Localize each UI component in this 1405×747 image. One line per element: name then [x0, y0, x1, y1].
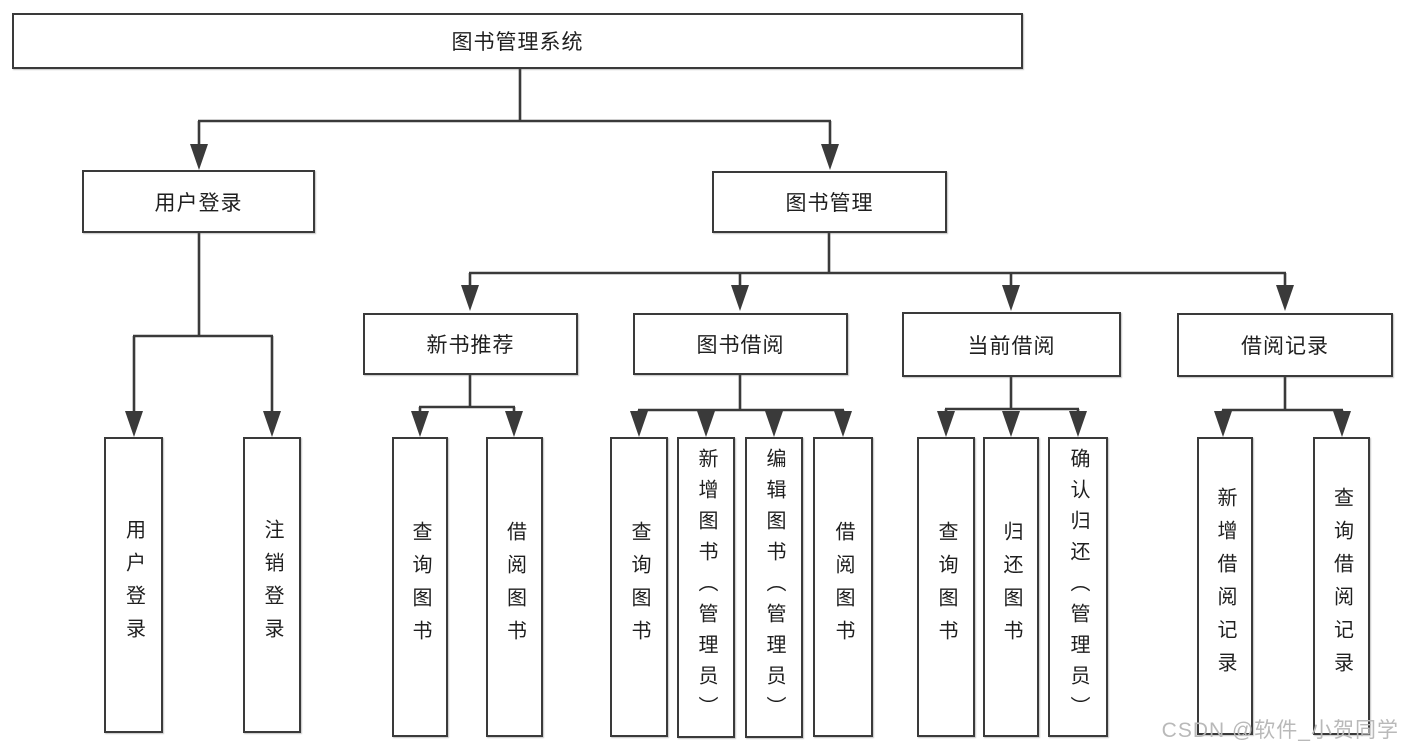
leaf-add-books-admin-label: 新增图书（管理员）	[695, 448, 717, 727]
csdn-watermark: CSDN @软件_小贺同学	[1161, 719, 1399, 742]
module-current-borrow-node: 当前借阅	[902, 312, 1121, 377]
module-borrow-records-node: 借阅记录	[1177, 313, 1393, 377]
leaf-return-books-node: 归还图书	[983, 437, 1039, 737]
leaf-add-books-admin-node: 新增图书（管理员）	[677, 437, 735, 738]
leaf-add-borrow-record-node: 新增借阅记录	[1197, 437, 1253, 735]
leaf-query-books-recommend-node: 查询图书	[392, 437, 448, 737]
leaf-query-books-current-label: 查询图书	[935, 521, 957, 653]
leaf-query-books-current-node: 查询图书	[917, 437, 975, 737]
leaf-borrow-books-node: 借阅图书	[813, 437, 873, 737]
leaf-borrow-books-label: 借阅图书	[832, 521, 854, 653]
module-new-book-recommend-node: 新书推荐	[363, 313, 578, 375]
leaf-query-borrow-record-label: 查询借阅记录	[1330, 487, 1353, 685]
module-book-borrow-node: 图书借阅	[633, 313, 848, 375]
leaf-logout-label: 注销登录	[261, 519, 283, 651]
root-node-label: 图书管理系统	[451, 31, 584, 54]
leaf-borrow-books-recommend-label: 借阅图书	[503, 521, 526, 653]
leaf-query-books-borrow-label: 查询图书	[628, 521, 650, 653]
branch-user-login-label: 用户登录	[154, 191, 243, 215]
leaf-query-borrow-record-node: 查询借阅记录	[1313, 437, 1370, 735]
module-new-book-recommend-label: 新书推荐	[426, 334, 515, 357]
module-current-borrow-label: 当前借阅	[967, 334, 1056, 358]
leaf-add-borrow-record-label: 新增借阅记录	[1214, 487, 1236, 685]
branch-user-login-node: 用户登录	[82, 170, 315, 233]
branch-book-management-label: 图书管理	[785, 192, 874, 215]
leaf-confirm-return-admin-node: 确认归还（管理员）	[1048, 437, 1108, 737]
leaf-edit-books-admin-node: 编辑图书（管理员）	[745, 437, 803, 738]
leaf-borrow-books-recommend-node: 借阅图书	[486, 437, 543, 737]
leaf-return-books-label: 归还图书	[1000, 521, 1022, 653]
branch-book-management-node: 图书管理	[712, 171, 947, 233]
leaf-edit-books-admin-label: 编辑图书（管理员）	[763, 448, 785, 727]
module-borrow-records-label: 借阅记录	[1241, 335, 1329, 358]
root-node: 图书管理系统	[12, 13, 1023, 69]
module-book-borrow-label: 图书借阅	[696, 334, 785, 357]
leaf-user-login-label: 用户登录	[122, 519, 145, 651]
leaf-query-books-recommend-label: 查询图书	[409, 521, 431, 653]
leaf-user-login-node: 用户登录	[104, 437, 163, 733]
leaf-logout-node: 注销登录	[243, 437, 301, 733]
leaf-confirm-return-admin-label: 确认归还（管理员）	[1067, 447, 1089, 727]
leaf-query-books-borrow-node: 查询图书	[610, 437, 668, 737]
